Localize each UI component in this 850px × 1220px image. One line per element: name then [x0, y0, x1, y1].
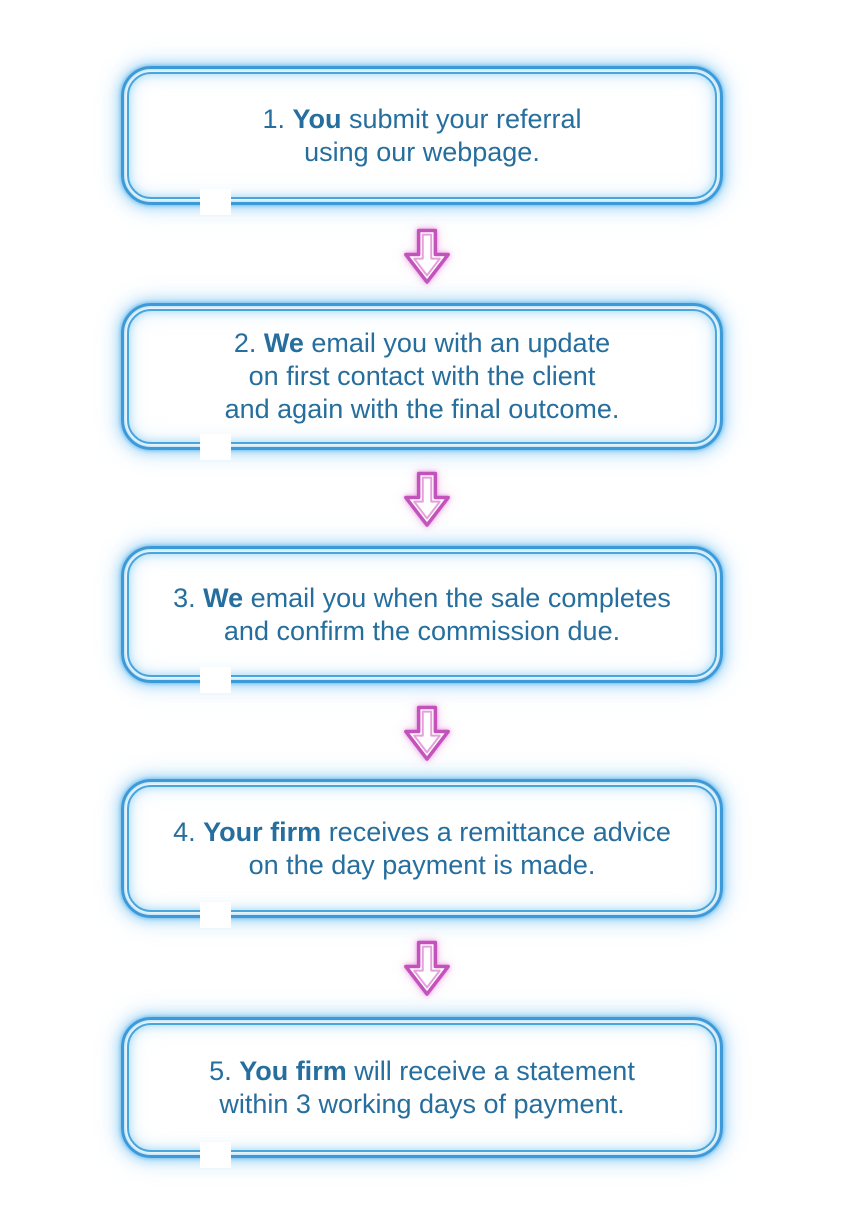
step-box-2-inner: 2. We email you with an update on first …: [127, 309, 717, 444]
border-gap: [200, 434, 231, 460]
step-3-line-1: 3. We email you when the sale completes: [173, 582, 671, 613]
down-arrow-icon: [402, 228, 452, 285]
down-arrow-icon: [402, 940, 452, 997]
border-gap: [200, 1142, 231, 1168]
step-box-1: 1. You submit your referral using our we…: [121, 66, 723, 215]
step-4-line-1: 4. Your firm receives a remittance advic…: [173, 816, 671, 847]
step-box-5: 5. You firm will receive a statement wit…: [121, 1017, 723, 1168]
step-1-line-1: 1. You submit your referral: [262, 103, 582, 134]
step-2-text: 2. We email you with an update on first …: [225, 327, 620, 426]
step-box-5-inner: 5. You firm will receive a statement wit…: [127, 1023, 717, 1152]
down-arrow-icon: [402, 705, 452, 762]
step-box-4-inner: 4. Your firm receives a remittance advic…: [127, 785, 717, 912]
step-box-1-inner: 1. You submit your referral using our we…: [127, 72, 717, 199]
step-box-2: 2. We email you with an update on first …: [121, 303, 723, 460]
step-4-text: 4. Your firm receives a remittance advic…: [173, 816, 671, 882]
referral-process-flowchart: 1. You submit your referral using our we…: [121, 0, 723, 1168]
border-gap: [200, 189, 231, 215]
step-3-text: 3. We email you when the sale completes …: [173, 582, 671, 648]
step-2-line-2: on first contact with the client: [248, 361, 596, 391]
down-arrow-icon: [402, 471, 452, 528]
step-2-line-1: 2. We email you with an update: [233, 328, 611, 358]
step-1-line-2: using our webpage.: [304, 136, 540, 167]
step-5-line-2: within 3 working days of payment.: [219, 1088, 625, 1119]
step-box-3-inner: 3. We email you when the sale completes …: [127, 552, 717, 677]
border-gap: [200, 902, 231, 928]
step-2-line-3: and again with the final outcome.: [224, 394, 620, 424]
step-4-line-2: on the day payment is made.: [248, 849, 596, 880]
step-box-3: 3. We email you when the sale completes …: [121, 546, 723, 693]
step-5-line-1: 5. You firm will receive a statement: [209, 1055, 635, 1086]
step-3-line-2: and confirm the commission due.: [223, 615, 621, 646]
step-5-text: 5. You firm will receive a statement wit…: [209, 1055, 635, 1121]
step-1-text: 1. You submit your referral using our we…: [262, 103, 581, 169]
border-gap: [200, 667, 231, 693]
step-box-4: 4. Your firm receives a remittance advic…: [121, 779, 723, 928]
